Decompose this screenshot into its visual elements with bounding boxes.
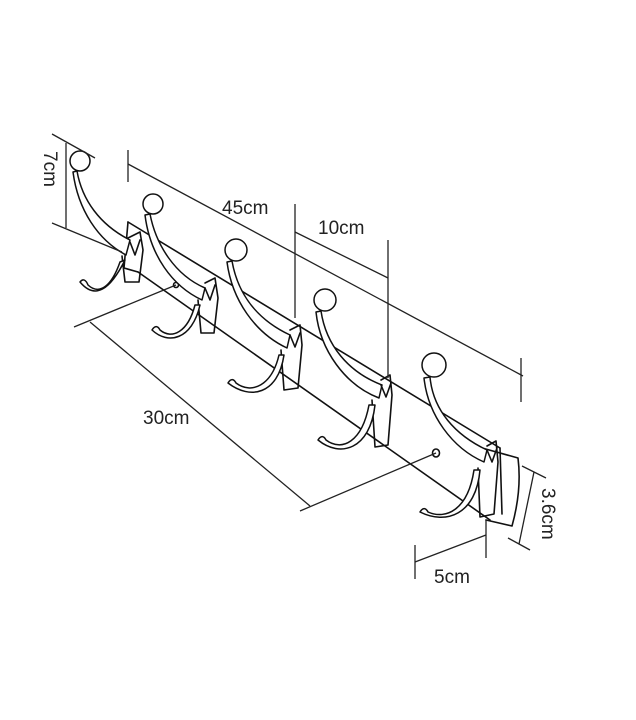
dimension-hook-spacing [294,204,389,378]
dimension-total-length [127,150,524,402]
hook-2 [142,193,219,339]
dimension-rail-height [507,465,547,551]
dimension-hook-height [51,133,123,253]
dimension-hook-depth [414,520,487,579]
label-rail-height: 3.6cm [537,488,558,540]
label-hook-height: 7cm [39,151,60,187]
label-screw-spacing: 30cm [143,408,189,429]
screw-hole-right [431,448,441,458]
dimension-screw-spacing [73,284,437,512]
hook-3 [224,238,303,393]
hook-5 [419,352,499,519]
hook-1 [69,150,144,292]
hook-4 [313,288,393,450]
label-total-length: 45cm [222,198,268,219]
label-hook-depth: 5cm [434,567,470,588]
label-hook-spacing: 10cm [318,218,364,239]
